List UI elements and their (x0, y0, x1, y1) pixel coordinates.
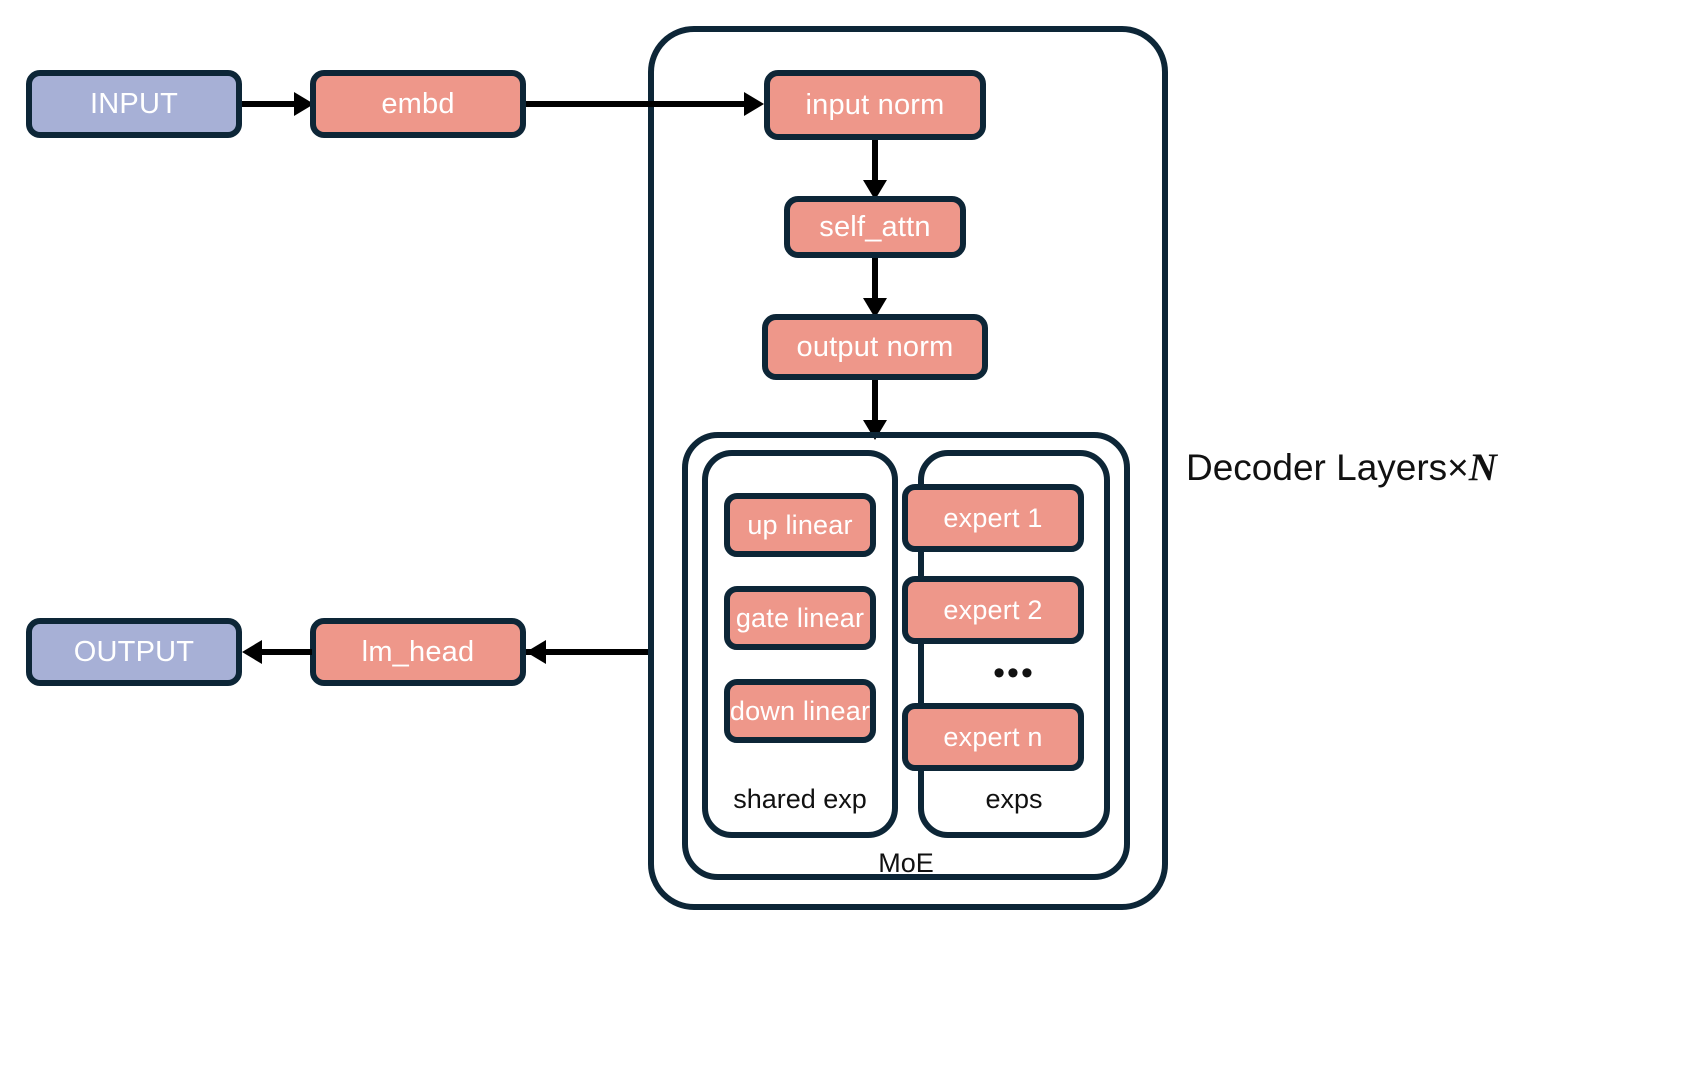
decoder-layers-caption-text: Decoder Layers× (1186, 447, 1469, 488)
edge-self-attn-to-output-norm (872, 258, 878, 304)
embd-node[interactable]: embd (310, 70, 526, 138)
arrowhead-input-to-embd (294, 92, 314, 116)
decoder-layers-group (648, 26, 1168, 910)
shared-expert-group-label: shared exp (733, 784, 867, 814)
expert-1-node[interactable]: expert 1 (902, 484, 1084, 552)
arrowhead-self-attn-to-output-norm (863, 298, 887, 318)
edge-input-norm-to-self-attn (872, 140, 878, 186)
input-node[interactable]: INPUT (26, 70, 242, 138)
arrowhead-lm-head-to-output (242, 640, 262, 664)
decoder-layers-count-variable: N (1468, 446, 1497, 489)
output-norm-node[interactable]: output norm (762, 314, 988, 380)
moe-group (682, 432, 1130, 880)
routed-experts-group (918, 450, 1110, 838)
gate-linear-node[interactable]: gate linear (724, 586, 876, 650)
expert-n-node[interactable]: expert n (902, 703, 1084, 771)
self-attn-node[interactable]: self_attn (784, 196, 966, 258)
output-node[interactable]: OUTPUT (26, 618, 242, 686)
up-linear-node[interactable]: up linear (724, 493, 876, 557)
edge-lm-head-to-output (258, 649, 312, 655)
lm-head-node[interactable]: lm_head (310, 618, 526, 686)
expert-2-node[interactable]: expert 2 (902, 576, 1084, 644)
experts-ellipsis: ••• (993, 654, 1035, 692)
decoder-layers-caption: Decoder Layers×N (1186, 448, 1497, 487)
arrowhead-embd-to-input-norm (744, 92, 764, 116)
routed-experts-group-label: exps (985, 784, 1043, 814)
input-norm-node[interactable]: input norm (764, 70, 986, 140)
edge-output-norm-to-moe (872, 380, 878, 432)
down-linear-node[interactable]: down linear (724, 679, 876, 743)
arrowhead-decoder-to-lm-head (526, 640, 546, 664)
shared-expert-group (702, 450, 898, 838)
arrowhead-input-norm-to-self-attn (863, 180, 887, 200)
edge-input-to-embd (242, 101, 296, 107)
edge-decoder-to-lm-head (526, 649, 648, 655)
moe-group-label: MoE (878, 848, 934, 878)
edge-embd-to-input-norm (526, 101, 748, 107)
